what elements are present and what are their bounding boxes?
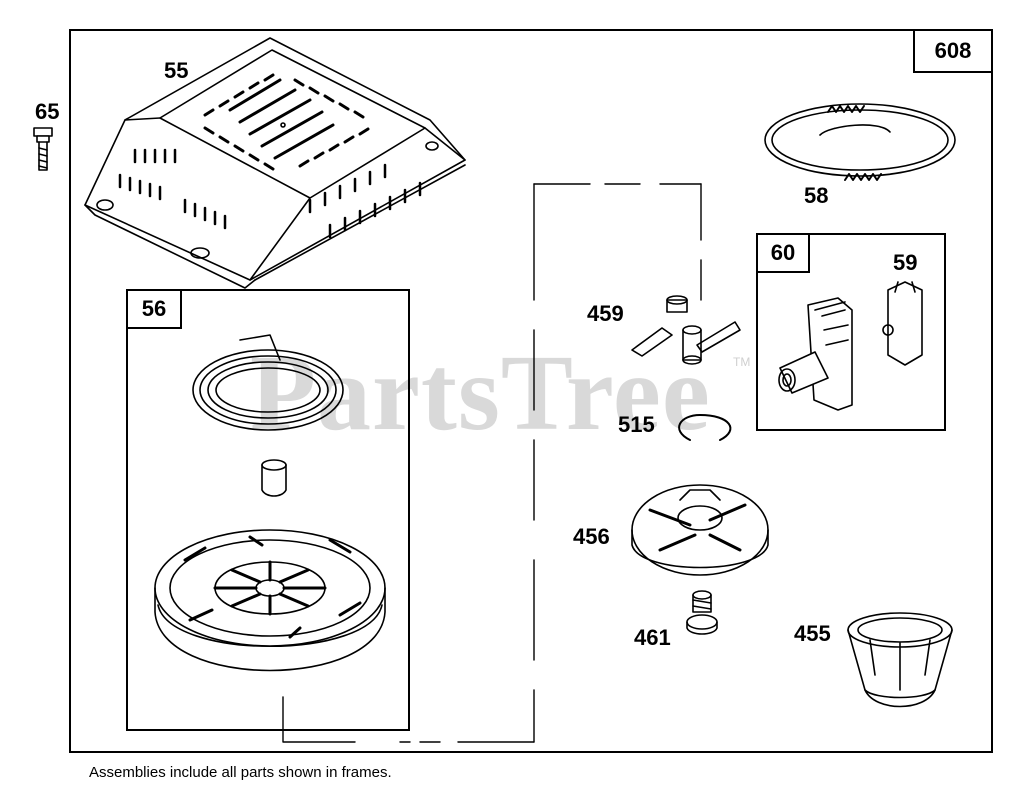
- pawl-part-459: [631, 295, 741, 365]
- adapter-assembly-frame: [756, 233, 946, 431]
- part-number-55: 55: [164, 58, 189, 83]
- adapter-assembly-tag: 60: [756, 233, 810, 273]
- assembly-leader-lines: [282, 183, 702, 743]
- clip-part-59: [882, 281, 923, 366]
- screw-part-461: [686, 590, 718, 635]
- part-number-456: 456: [573, 524, 610, 549]
- part-number-59: 59: [893, 250, 918, 275]
- starter-pulley: [154, 529, 386, 672]
- main-assembly-tag: 608: [913, 29, 993, 73]
- spring-pin: [261, 459, 287, 497]
- bolt-part-65: [33, 127, 53, 171]
- watermark-text: PartsTree: [250, 334, 711, 453]
- ratchet-part-456: [631, 484, 769, 576]
- main-assembly-frame: [69, 29, 993, 753]
- part-number-461: 461: [634, 625, 671, 650]
- blower-housing-part-55: [84, 37, 466, 289]
- watermark-trademark: TM: [733, 355, 751, 369]
- fuel-line-part-58: [764, 103, 956, 181]
- part-number-515: 515: [618, 412, 655, 437]
- part-number-455: 455: [794, 621, 831, 646]
- assembly-footnote: Assemblies include all parts shown in fr…: [89, 764, 392, 781]
- retainer-ring-part-515: [678, 414, 732, 441]
- part-number-58: 58: [804, 183, 829, 208]
- starter-cup-part-455: [847, 612, 953, 708]
- starter-assembly-tag: 56: [126, 289, 182, 329]
- part-number-65: 65: [35, 99, 60, 124]
- rewind-spring: [192, 334, 344, 431]
- starter-assembly-frame: [126, 289, 410, 731]
- part-number-459: 459: [587, 301, 624, 326]
- adapter-part-60: [778, 297, 853, 411]
